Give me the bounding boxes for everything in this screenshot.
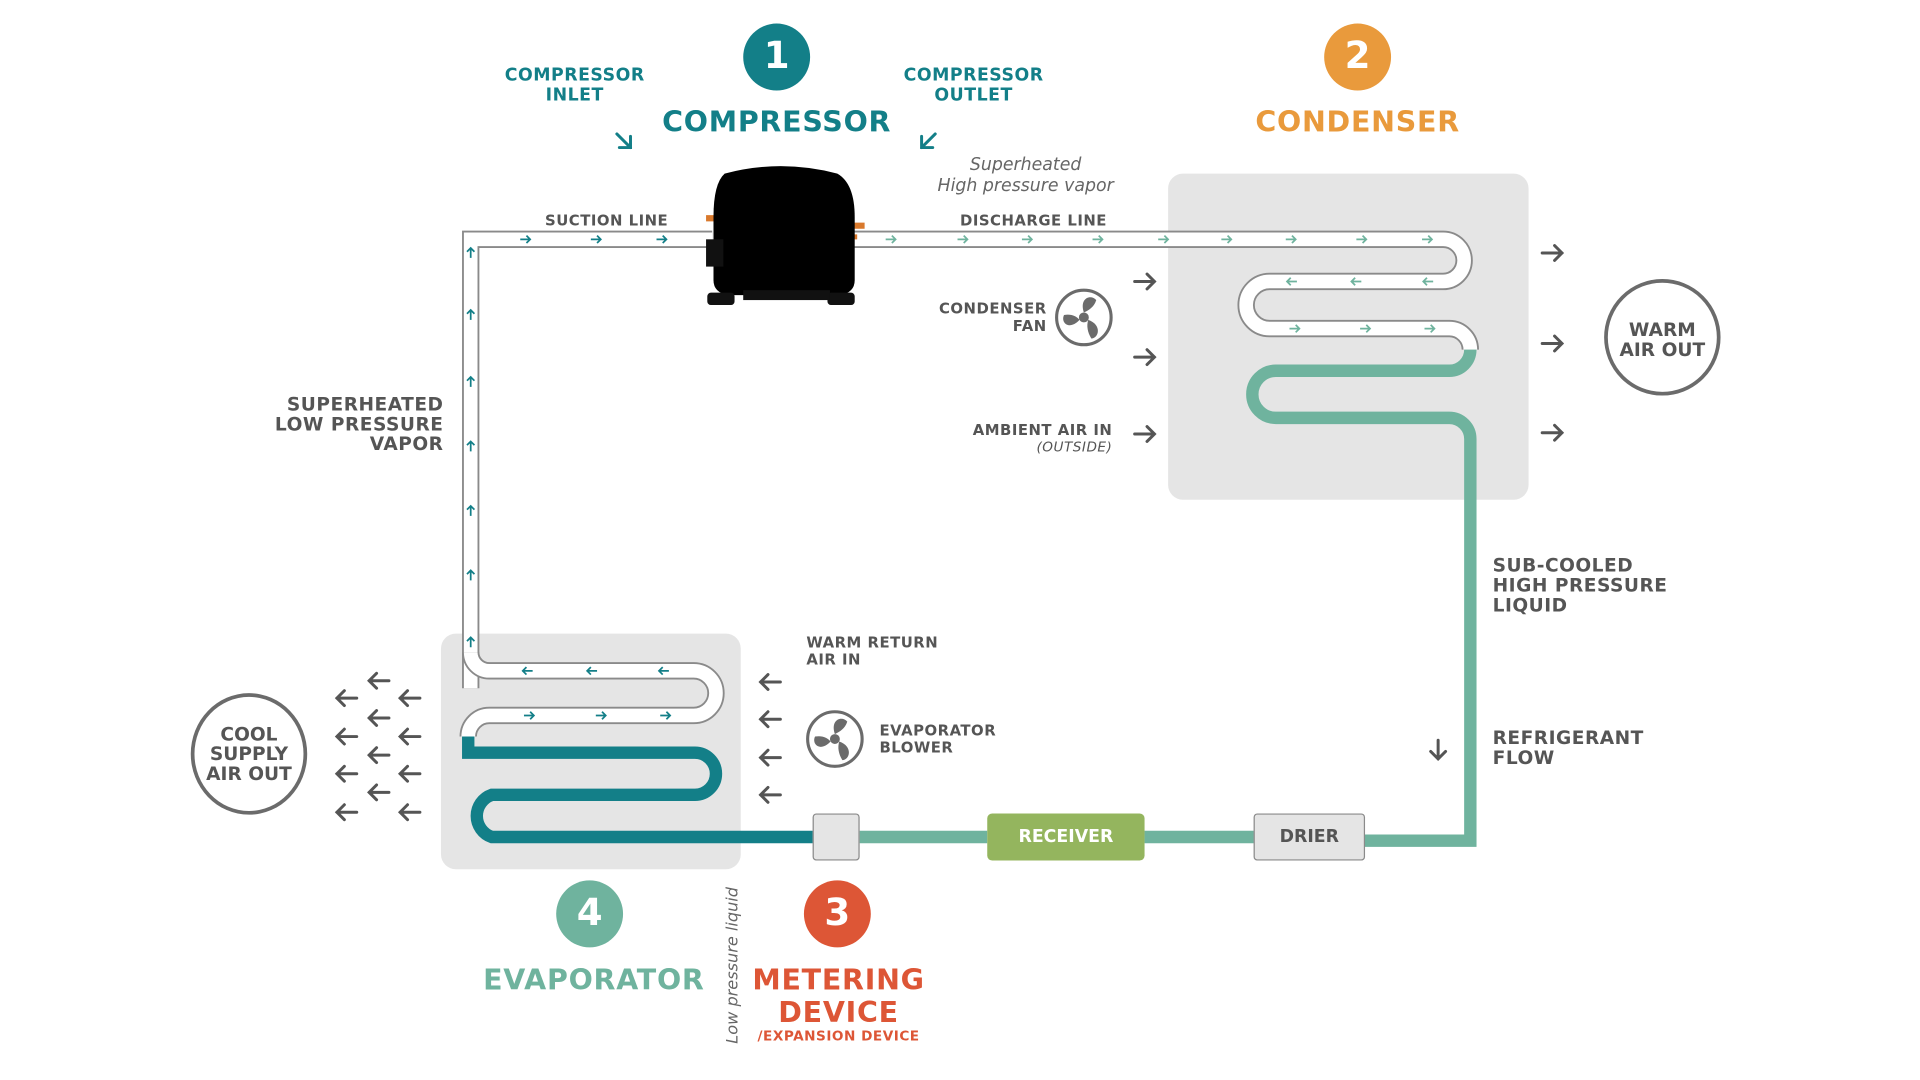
condenser-title: CONDENSER	[1255, 106, 1460, 139]
evaporator-title: EVAPORATOR	[483, 964, 705, 997]
metering-device-box	[812, 813, 860, 861]
subcooled-liquid-label: SUB-COOLED HIGH PRESSURE LIQUID	[1492, 554, 1668, 617]
step-2-badge: 2	[1324, 23, 1392, 91]
superheated-lp-vapor-label: SUPERHEATED LOW PRESSURE VAPOR	[274, 393, 444, 456]
flow-arrows	[466, 234, 672, 720]
receiver-box: RECEIVER	[987, 813, 1145, 861]
evaporator-blower-icon	[806, 710, 864, 768]
compressor-image	[706, 166, 865, 306]
cool-supply-air-out-circle: COOL SUPPLY AIR OUT	[190, 693, 308, 815]
ambient-air-label: AMBIENT AIR IN (OUTSIDE)	[972, 421, 1113, 456]
discharge-line-label: DISCHARGE LINE	[959, 212, 1107, 230]
metering-subtitle: /EXPANSION DEVICE	[757, 1027, 920, 1045]
condenser-fan-icon	[1055, 288, 1113, 347]
suction-line-label: SUCTION LINE	[545, 212, 669, 230]
air-arrows	[334, 132, 1565, 822]
compressor-title: COMPRESSOR	[662, 106, 892, 139]
warm-return-air-label: WARM RETURN AIR IN	[806, 633, 939, 669]
metering-title: METERING DEVICE	[743, 965, 934, 1029]
metering-title-line2: DEVICE	[778, 996, 899, 1030]
step-1-badge: 1	[743, 23, 811, 91]
step-4-badge: 4	[556, 880, 624, 948]
step-3-badge: 3	[803, 880, 871, 948]
warm-air-out-circle: WARM AIR OUT	[1604, 279, 1721, 396]
drier-box: DRIER	[1253, 813, 1366, 861]
low-pressure-liquid-label: Low pressure liquid	[724, 886, 743, 1044]
condenser-liquid-coil	[1246, 349, 1477, 847]
evaporator-blower-label: EVAPORATOR BLOWER	[879, 721, 997, 757]
metering-title-line1: METERING	[752, 964, 925, 997]
evaporator-liquid-coil	[462, 736, 813, 844]
refrigerant-flow-label: REFRIGERANT FLOW	[1492, 726, 1644, 769]
suction-line-pipe	[462, 230, 713, 689]
